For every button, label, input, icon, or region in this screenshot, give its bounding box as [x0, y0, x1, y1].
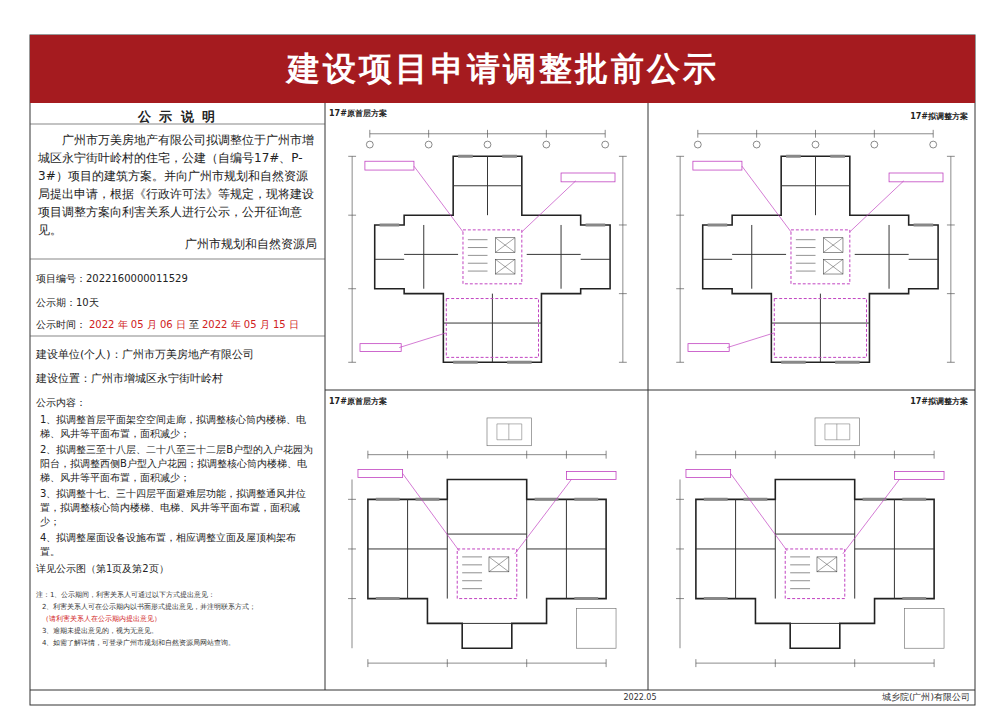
- note-text: 3、逾期未提出意见的，视为无意见。: [42, 626, 318, 636]
- plan-panel: 17#原首层方案: [325, 103, 648, 390]
- note-text: 2、利害关系人可在公示期内以书面形式提出意见，并注明联系方式；: [42, 602, 318, 612]
- panel-heading: 公 示 说 明: [30, 109, 325, 124]
- table-line: [30, 124, 325, 336]
- field-text: 建设单位(个人)：广州市万美房地产有限公司: [36, 347, 321, 362]
- floor-plan: [676, 130, 955, 362]
- footer-company: 城乡院(广州)有限公司: [820, 692, 970, 703]
- note-text: 4、如需了解详情，可登录广州市规划和自然资源局网站查询。: [42, 638, 318, 648]
- floor-plan: [348, 418, 616, 667]
- plan-panel: 17#原首层方案: [325, 390, 648, 690]
- plan-label: 17#拟调整方案: [768, 394, 968, 409]
- content-item: 3、拟调整十七、三十四层平面避难层功能，拟调整通风井位置，拟调整核心筒内楼梯、电…: [40, 487, 316, 529]
- page-title: 建设项目申请调整批前公示: [30, 35, 975, 103]
- note-text: （请利害关系人在公示期内提出意见）: [42, 614, 318, 624]
- plan-panel: 17#拟调整方案: [648, 390, 975, 690]
- date-text: 2022 年 05 月 06 日: [89, 317, 186, 332]
- date-text: 2022 年 05 月 15 日: [202, 317, 299, 332]
- field-text: 至: [189, 317, 199, 332]
- floor-plan: [676, 418, 944, 667]
- notice-body: 广州市万美房地产有限公司拟调整位于广州市增城区永宁街叶岭村的住宅，公建（自编号1…: [38, 131, 318, 239]
- plan-panel: 17#拟调整方案: [648, 103, 975, 390]
- page-frame: [30, 35, 975, 705]
- content-item: 2、拟调整三至十八层、二十八至三十二层B户型的入户花园为阳台，拟调整西侧B户型入…: [40, 443, 316, 485]
- field-text: 项目编号：2022160000011529: [36, 271, 321, 286]
- floor-plan: [348, 130, 627, 362]
- content-note: 详见公示图（第1页及第2页）: [36, 562, 316, 576]
- field-text: 建设位置：广州市增城区永宁街叶岭村: [36, 371, 321, 386]
- footer-date: 2022.05: [600, 693, 680, 703]
- field-text: 公示期：10天: [36, 295, 321, 310]
- authority-name: 广州市规划和自然资源局: [125, 237, 317, 252]
- content-item: 4、拟调整屋面设备设施布置，相应调整立面及屋顶构架布置。: [40, 531, 316, 559]
- title-banner: [30, 35, 975, 103]
- field-text: 公示内容：: [36, 395, 321, 410]
- note-text: 注：1、公示期间，利害关系人可通过以下方式提出意见：: [36, 590, 318, 600]
- plan-label: 17#原首层方案: [329, 106, 529, 121]
- field-text: 公示时间：: [36, 317, 86, 332]
- plan-label: 17#原首层方案: [329, 394, 529, 409]
- content-item: 1、拟调整首层平面架空空间走廊，拟调整核心筒内楼梯、电梯、风井等平面布置，面积减…: [40, 413, 316, 441]
- grid-line: [30, 103, 975, 690]
- notice-panel: 公 示 说 明广州市万美房地产有限公司拟调整位于广州市增城区永宁街叶岭村的住宅，…: [30, 103, 325, 690]
- plan-label: 17#拟调整方案: [768, 109, 968, 124]
